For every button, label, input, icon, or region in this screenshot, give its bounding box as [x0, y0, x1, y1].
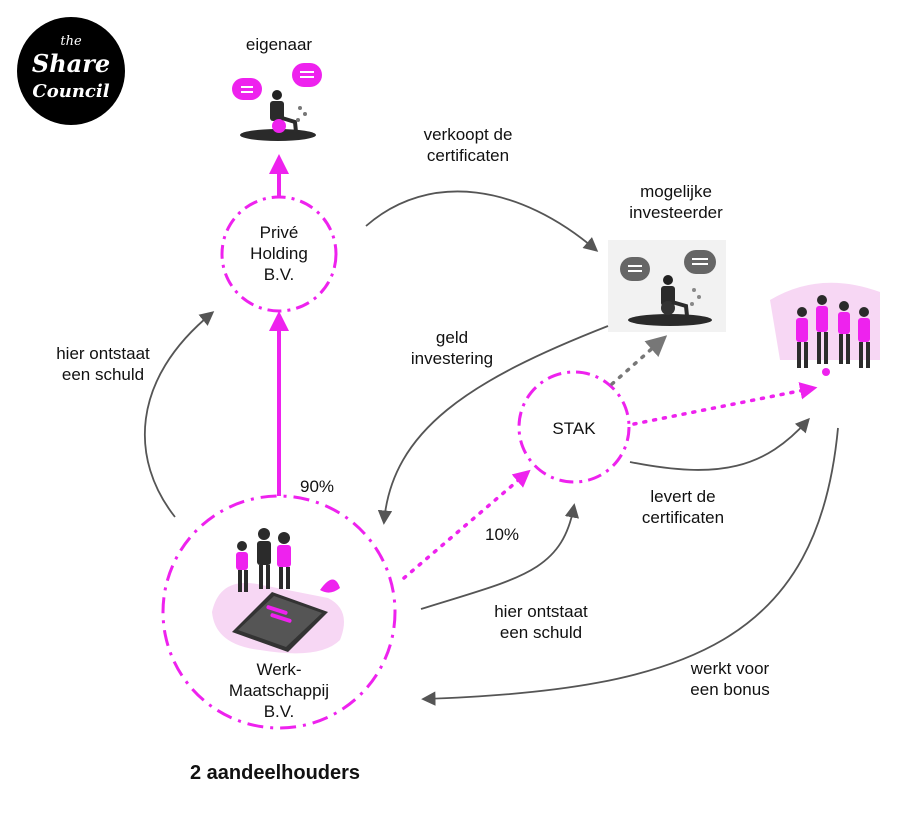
arrow-team-to-werk: [421, 427, 839, 706]
arrow-werk-to-stak: [402, 469, 531, 580]
arrow-investor-to-werk: [377, 325, 609, 525]
logo-line-2: Share: [32, 49, 110, 78]
owner-illustration: [232, 63, 322, 141]
arrow-holding-to-investor: [365, 190, 599, 252]
eigenaar-label: eigenaar: [245, 35, 313, 54]
share-council-logo: the Share Council: [17, 17, 125, 125]
investor-illustration: [608, 240, 726, 332]
stak-label: STAK: [552, 419, 596, 438]
arrow-stak-to-team: [632, 382, 818, 426]
werkmaatschappij-node: [161, 494, 397, 730]
arrow-werk-to-stak-debt: [420, 503, 580, 610]
team-illustration: [770, 282, 880, 376]
arrow-werk-to-holding-debt: [143, 311, 215, 518]
arrow-stak-to-investor: [610, 335, 668, 386]
footer-title: 2 aandeelhouders: [189, 762, 361, 784]
edge-label-90: 90%: [299, 477, 335, 496]
logo-line-3: Council: [32, 81, 109, 102]
edge-label-10: 10%: [484, 525, 520, 544]
company-illustration: [212, 528, 344, 654]
stak-node: [517, 370, 631, 484]
logo-line-1: the: [60, 34, 82, 49]
arrow-stak-to-team: [629, 417, 810, 471]
